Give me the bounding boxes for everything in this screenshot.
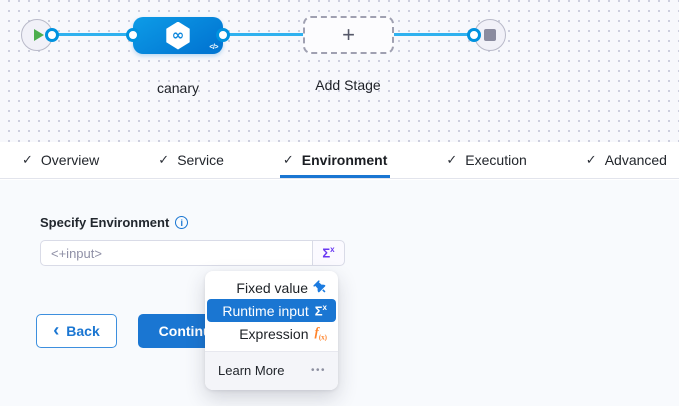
tab-label: Service <box>177 152 224 168</box>
tab-execution[interactable]: ✓ Execution <box>446 142 526 178</box>
code-icon: </> <box>209 44 218 51</box>
tab-label: Advanced <box>605 152 667 168</box>
edge-addstage-to-end <box>393 33 473 36</box>
environment-panel <box>0 180 679 406</box>
input-type-options: Fixed value Runtime input Σx Expression … <box>205 271 338 351</box>
info-icon[interactable]: i <box>175 216 188 229</box>
more-options-icon[interactable]: ••• <box>311 365 326 376</box>
tab-environment[interactable]: ✓ Environment <box>283 142 387 178</box>
stage-tabbar: ✓ Overview ✓ Service ✓ Environment ✓ Exe… <box>0 142 679 179</box>
check-icon: ✓ <box>22 152 33 168</box>
tab-service[interactable]: ✓ Service <box>158 142 224 178</box>
environment-input-group: Σx <box>40 240 345 266</box>
learn-more-link[interactable]: Learn More <box>218 363 284 378</box>
add-stage-node[interactable]: + <box>303 16 394 54</box>
pipeline-canvas: ∞ </> + canary Add Stage <box>0 0 679 142</box>
menu-item-runtime-input[interactable]: Runtime input Σx <box>207 299 336 322</box>
check-icon: ✓ <box>586 152 597 168</box>
tab-label: Execution <box>465 152 526 168</box>
edge-start-to-stage <box>50 33 133 36</box>
menu-item-label: Fixed value <box>236 280 308 296</box>
fx-icon: f(x) <box>314 325 327 342</box>
connector-port[interactable] <box>126 28 140 42</box>
edge-stage-to-addstage <box>222 33 304 36</box>
plus-icon: + <box>342 24 355 46</box>
check-icon: ✓ <box>446 152 457 168</box>
stage-label: canary <box>133 80 223 97</box>
back-button[interactable]: ‹ Back <box>36 314 117 348</box>
input-type-dropdown: Fixed value Runtime input Σx Expression … <box>205 271 338 390</box>
stage-node-canary[interactable]: ∞ </> <box>133 17 223 54</box>
add-stage-label: Add Stage <box>297 77 399 94</box>
check-icon: ✓ <box>283 152 294 168</box>
tab-label: Environment <box>302 152 388 168</box>
menu-item-label: Runtime input <box>222 303 308 319</box>
chevron-left-icon: ‹ <box>53 321 59 339</box>
field-label-text: Specify Environment <box>40 215 169 230</box>
runtime-input-toggle-button[interactable]: Σx <box>312 240 345 266</box>
menu-item-expression[interactable]: Expression f(x) <box>207 322 336 345</box>
pin-icon <box>311 278 329 296</box>
tab-advanced[interactable]: ✓ Advanced <box>586 142 667 178</box>
tab-overview[interactable]: ✓ Overview <box>22 142 99 178</box>
menu-item-fixed-value[interactable]: Fixed value <box>207 276 336 299</box>
stop-icon <box>484 29 496 41</box>
connector-port[interactable] <box>216 28 230 42</box>
connector-port[interactable] <box>45 28 59 42</box>
play-icon <box>34 29 44 41</box>
check-icon: ✓ <box>158 152 169 168</box>
menu-footer: Learn More ••• <box>205 352 338 390</box>
environment-input[interactable] <box>40 240 312 266</box>
connector-port[interactable] <box>467 28 481 42</box>
specify-environment-label: Specify Environment i <box>40 215 188 230</box>
deployment-hexagon-icon: ∞ <box>165 22 191 50</box>
sigma-icon: Σx <box>315 303 327 318</box>
back-button-label: Back <box>66 323 99 339</box>
menu-item-label: Expression <box>239 326 308 342</box>
infinity-icon: ∞ <box>172 28 185 43</box>
sigma-icon: Σx <box>322 245 334 260</box>
tab-label: Overview <box>41 152 99 168</box>
